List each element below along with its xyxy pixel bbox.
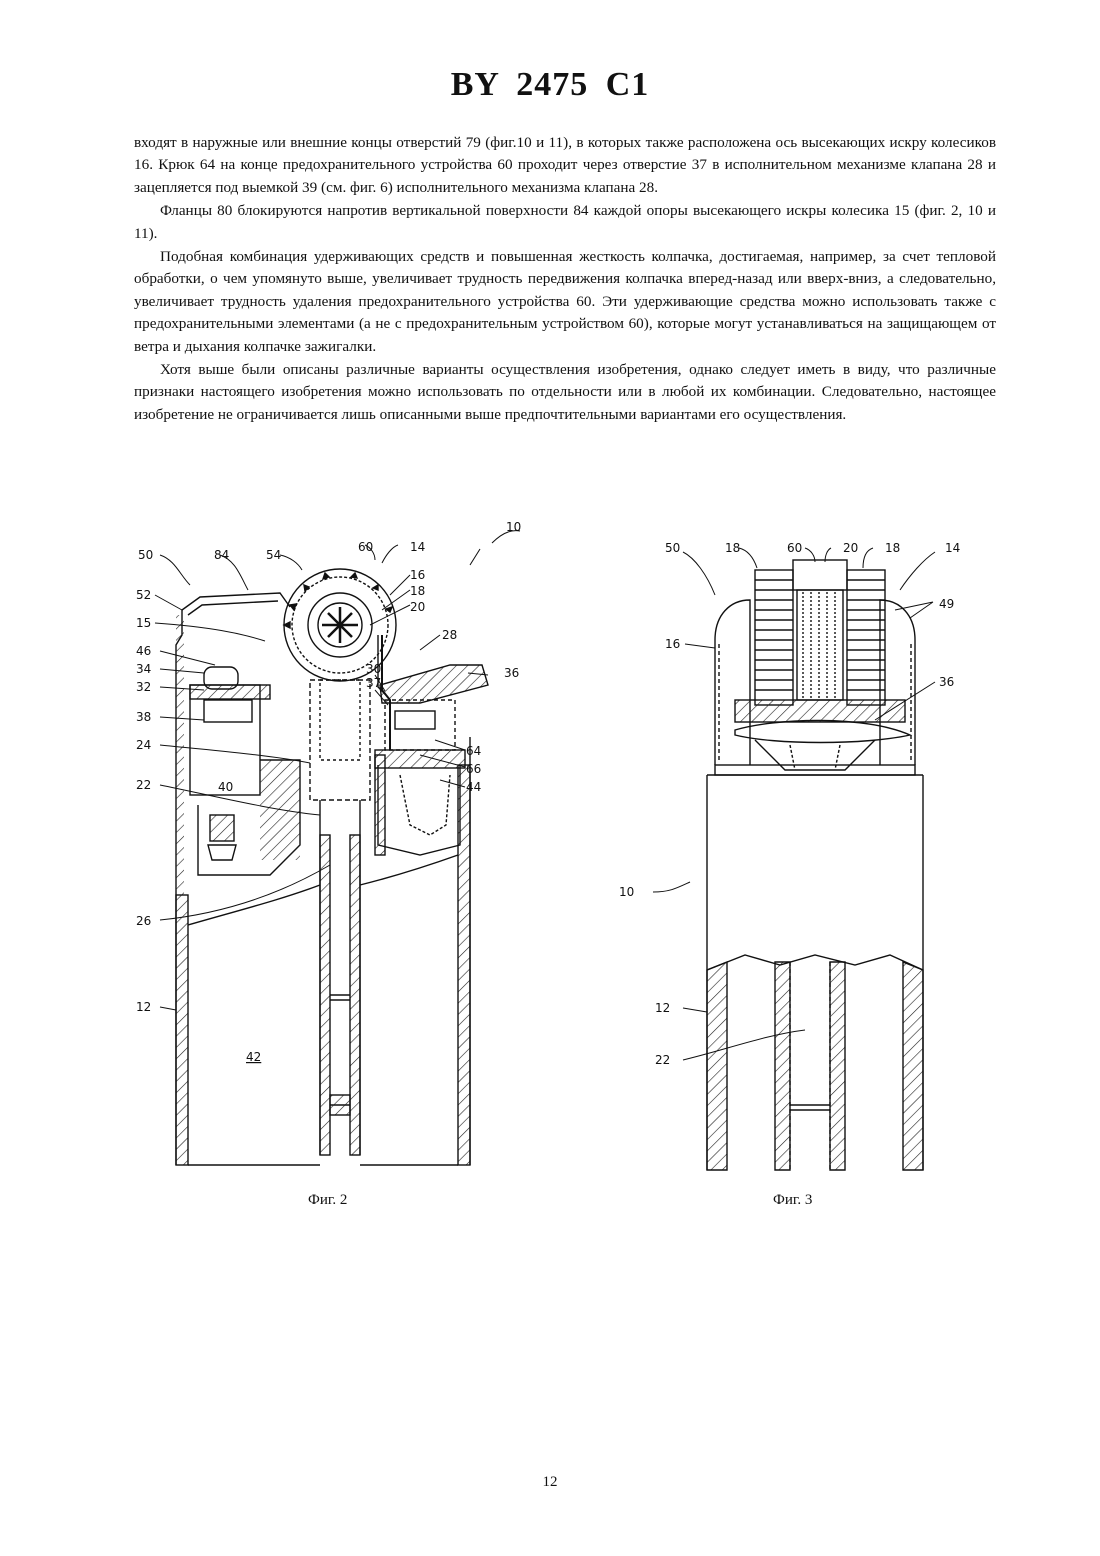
fig2-label-16: 16 <box>410 568 425 582</box>
figure-2: 10 50 84 54 60 14 16 18 20 52 15 28 46 3… <box>120 515 540 1195</box>
fig3-label-18a: 18 <box>725 541 740 555</box>
page-number: 12 <box>0 1474 1100 1491</box>
figure-3-drawing: 50 18 60 20 18 14 49 16 36 10 12 22 <box>615 530 975 1180</box>
fig2-label-26: 26 <box>136 914 151 928</box>
fig2-label-32: 32 <box>136 680 151 694</box>
fig2-label-60: 60 <box>358 540 373 554</box>
paragraph-2: Фланцы 80 блокируются напротив вертикаль… <box>134 200 996 245</box>
figure-3-caption: Фиг. 3 <box>773 1192 812 1209</box>
fig2-label-40: 40 <box>218 780 233 794</box>
fig2-label-66: 66 <box>466 762 481 776</box>
fig2-label-20: 20 <box>410 600 425 614</box>
fig2-label-10: 10 <box>506 520 521 534</box>
fig2-label-37: 37 <box>366 676 381 690</box>
fig2-label-50: 50 <box>138 548 153 562</box>
fig2-label-30: 30 <box>366 662 381 676</box>
fig2-label-46: 46 <box>136 644 151 658</box>
fig2-label-15: 15 <box>136 616 151 630</box>
fig3-label-18b: 18 <box>885 541 900 555</box>
fig3-label-49: 49 <box>939 597 954 611</box>
fig3-label-10: 10 <box>619 885 634 899</box>
fig2-label-12: 12 <box>136 1000 151 1014</box>
fig2-label-22: 22 <box>136 778 151 792</box>
figure-2-drawing: 10 50 84 54 60 14 16 18 20 52 15 28 46 3… <box>120 515 540 1195</box>
fig3-label-16: 16 <box>665 637 680 651</box>
fig2-label-44: 44 <box>466 780 481 794</box>
fig3-label-36: 36 <box>939 675 954 689</box>
fig2-label-42: 42 <box>246 1050 261 1064</box>
fig2-label-34: 34 <box>136 662 151 676</box>
paragraph-1: входят в наружные или внешние концы отве… <box>134 132 996 199</box>
fig2-label-28: 28 <box>442 628 457 642</box>
fig3-label-20: 20 <box>843 541 858 555</box>
fig2-label-84: 84 <box>214 548 229 562</box>
figure-3: 50 18 60 20 18 14 49 16 36 10 12 22 <box>615 530 975 1180</box>
fig3-label-22: 22 <box>655 1053 670 1067</box>
fig2-label-52: 52 <box>136 588 151 602</box>
fig2-label-38: 38 <box>136 710 151 724</box>
body-text: входят в наружные или внешние концы отве… <box>134 132 996 427</box>
fig2-label-14: 14 <box>410 540 425 554</box>
fig2-label-64: 64 <box>466 744 481 758</box>
paragraph-3: Подобная комбинация удерживающих средств… <box>134 246 996 358</box>
figure-2-caption: Фиг. 2 <box>308 1192 347 1209</box>
fig2-label-24: 24 <box>136 738 151 752</box>
fig2-label-36: 36 <box>504 666 519 680</box>
document-header: BY 2475 C1 <box>0 66 1100 104</box>
paragraph-4: Хотя выше были описаны различные вариант… <box>134 359 996 426</box>
fig3-label-50: 50 <box>665 541 680 555</box>
fig3-label-12: 12 <box>655 1001 670 1015</box>
fig3-label-14: 14 <box>945 541 960 555</box>
fig2-label-18: 18 <box>410 584 425 598</box>
fig2-label-54: 54 <box>266 548 281 562</box>
fig3-label-60: 60 <box>787 541 802 555</box>
